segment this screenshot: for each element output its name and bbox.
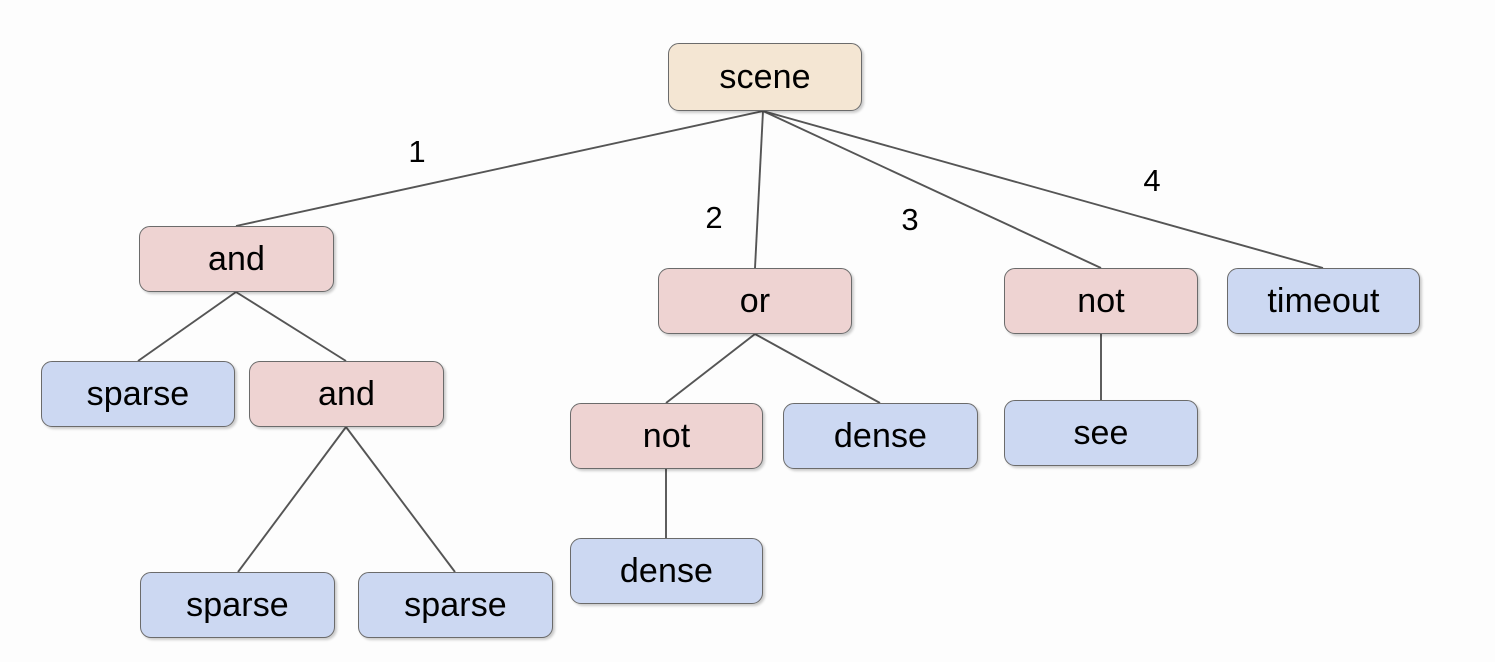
tree-node-timeout1[interactable]: timeout [1227,268,1420,334]
tree-edge [754,333,881,404]
tree-edge [762,110,1324,269]
edge-label-4: 4 [1143,163,1161,198]
tree-node-label: see [1073,413,1129,452]
edge-label-1: 1 [408,134,426,169]
tree-node-sparse2[interactable]: sparse [140,572,335,638]
tree-edge [235,110,764,227]
edge-label-3: 3 [901,202,919,237]
tree-edge [137,291,237,362]
tree-node-dense1[interactable]: dense [783,403,978,469]
tree-node-label: dense [833,416,928,455]
edge-label-2: 2 [705,200,723,235]
tree-node-see1[interactable]: see [1004,400,1198,466]
tree-edge [235,291,347,362]
tree-node-or1[interactable]: or [658,268,852,334]
tree-edge [237,426,347,573]
tree-node-label: and [317,374,376,413]
tree-node-sparse1[interactable]: sparse [41,361,235,427]
tree-node-label: scene [719,57,811,96]
tree-node-dense2[interactable]: dense [570,538,763,604]
tree-node-label: not [642,416,691,455]
tree-node-sparse3[interactable]: sparse [358,572,553,638]
tree-node-label: dense [619,551,714,590]
tree-edge [345,426,456,573]
tree-node-label: sparse [186,585,289,624]
tree-node-label: and [207,239,266,278]
tree-node-label: sparse [404,585,507,624]
tree-node-not1[interactable]: not [570,403,763,469]
tree-node-and2[interactable]: and [249,361,444,427]
tree-node-label: not [1077,281,1125,320]
tree-node-label: sparse [86,374,190,413]
tree-node-and1[interactable]: and [139,226,334,292]
tree-edge [762,110,1102,269]
tree-edge [754,110,764,269]
tree-node-label: timeout [1267,281,1380,320]
tree-node-label: or [739,281,771,320]
tree-edge [665,333,756,404]
tree-node-scene[interactable]: scene [668,43,862,111]
tree-node-not2[interactable]: not [1004,268,1198,334]
